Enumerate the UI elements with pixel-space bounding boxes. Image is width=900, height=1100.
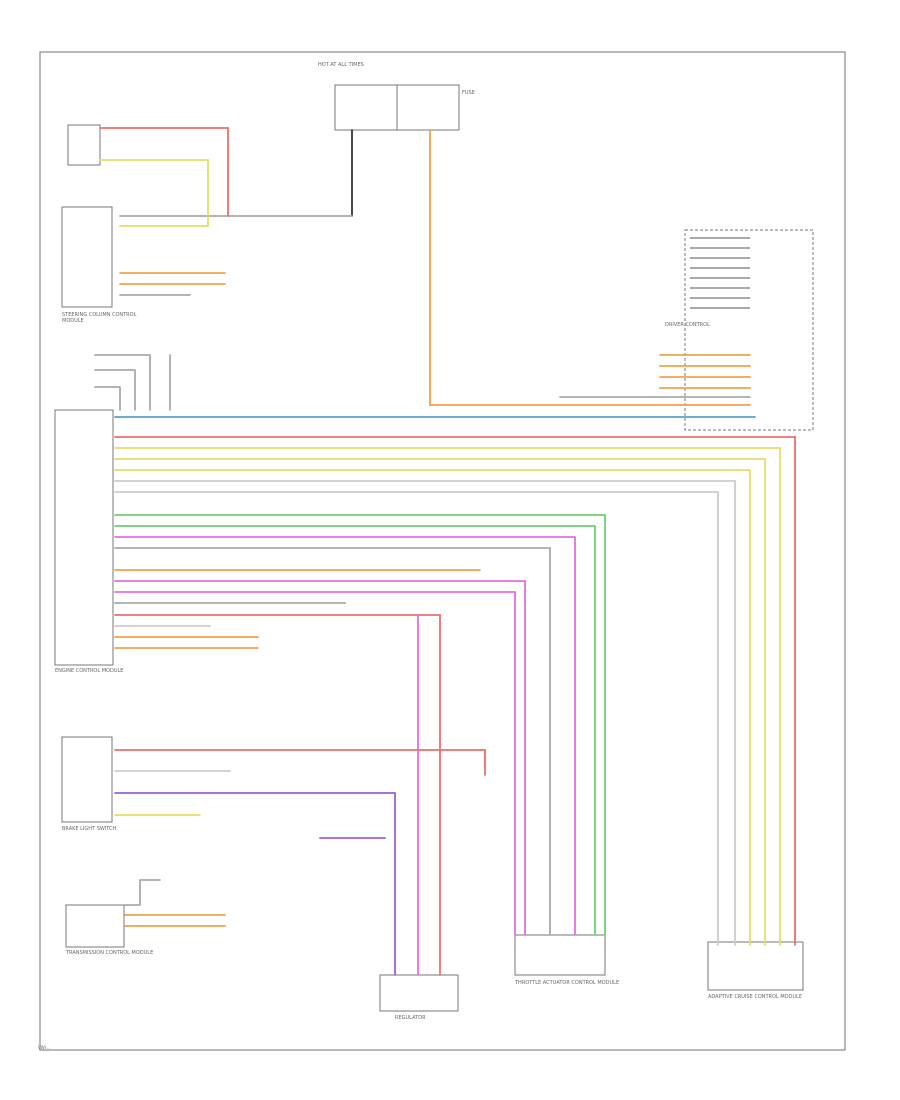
transmission-module-text: TRANSMISSION CONTROL MODULE	[66, 950, 154, 956]
wire-ecm-stub1	[94, 354, 151, 411]
upper-right-pins	[690, 237, 750, 309]
engine-control-module-text: ENGINE CONTROL MODULE	[55, 668, 124, 674]
brake-light-switch-text: BRAKE LIGHT SWITCH	[62, 826, 117, 832]
steering-column-module-text: STEERING COLUMN CONTROL MODULE	[62, 312, 137, 324]
fuse-box-right	[396, 84, 460, 131]
engine-control-module	[54, 409, 114, 666]
throttle-actuator-box	[514, 934, 606, 976]
upper-right-module	[684, 229, 814, 431]
fuse-box-left	[334, 84, 398, 131]
radar-sensor-box	[707, 941, 804, 991]
wire-tcm-stub	[124, 879, 161, 906]
steering-column-module	[61, 206, 113, 308]
footer-code: VW/...	[38, 1045, 50, 1050]
wire-ecm-stub2	[94, 369, 136, 411]
driver-control-text: DRIVER CONTROL	[665, 322, 710, 328]
transmission-module	[65, 904, 125, 948]
switch-box-top	[67, 124, 101, 166]
radar-sensor-text: ADAPTIVE CRUISE CONTROL MODULE	[708, 994, 803, 1000]
diagram-frame	[39, 51, 846, 1051]
regulator-box	[379, 974, 459, 1012]
regulator-text: REGULATOR	[395, 1015, 426, 1021]
brake-light-switch	[61, 736, 113, 823]
wire-ecm-stub3	[94, 386, 121, 411]
hot-at-all-times-text: HOT AT ALL TIMES	[318, 62, 364, 68]
fuse-text: FUSE	[462, 90, 475, 96]
throttle-actuator-text: THROTTLE ACTUATOR CONTROL MODULE	[515, 980, 620, 986]
